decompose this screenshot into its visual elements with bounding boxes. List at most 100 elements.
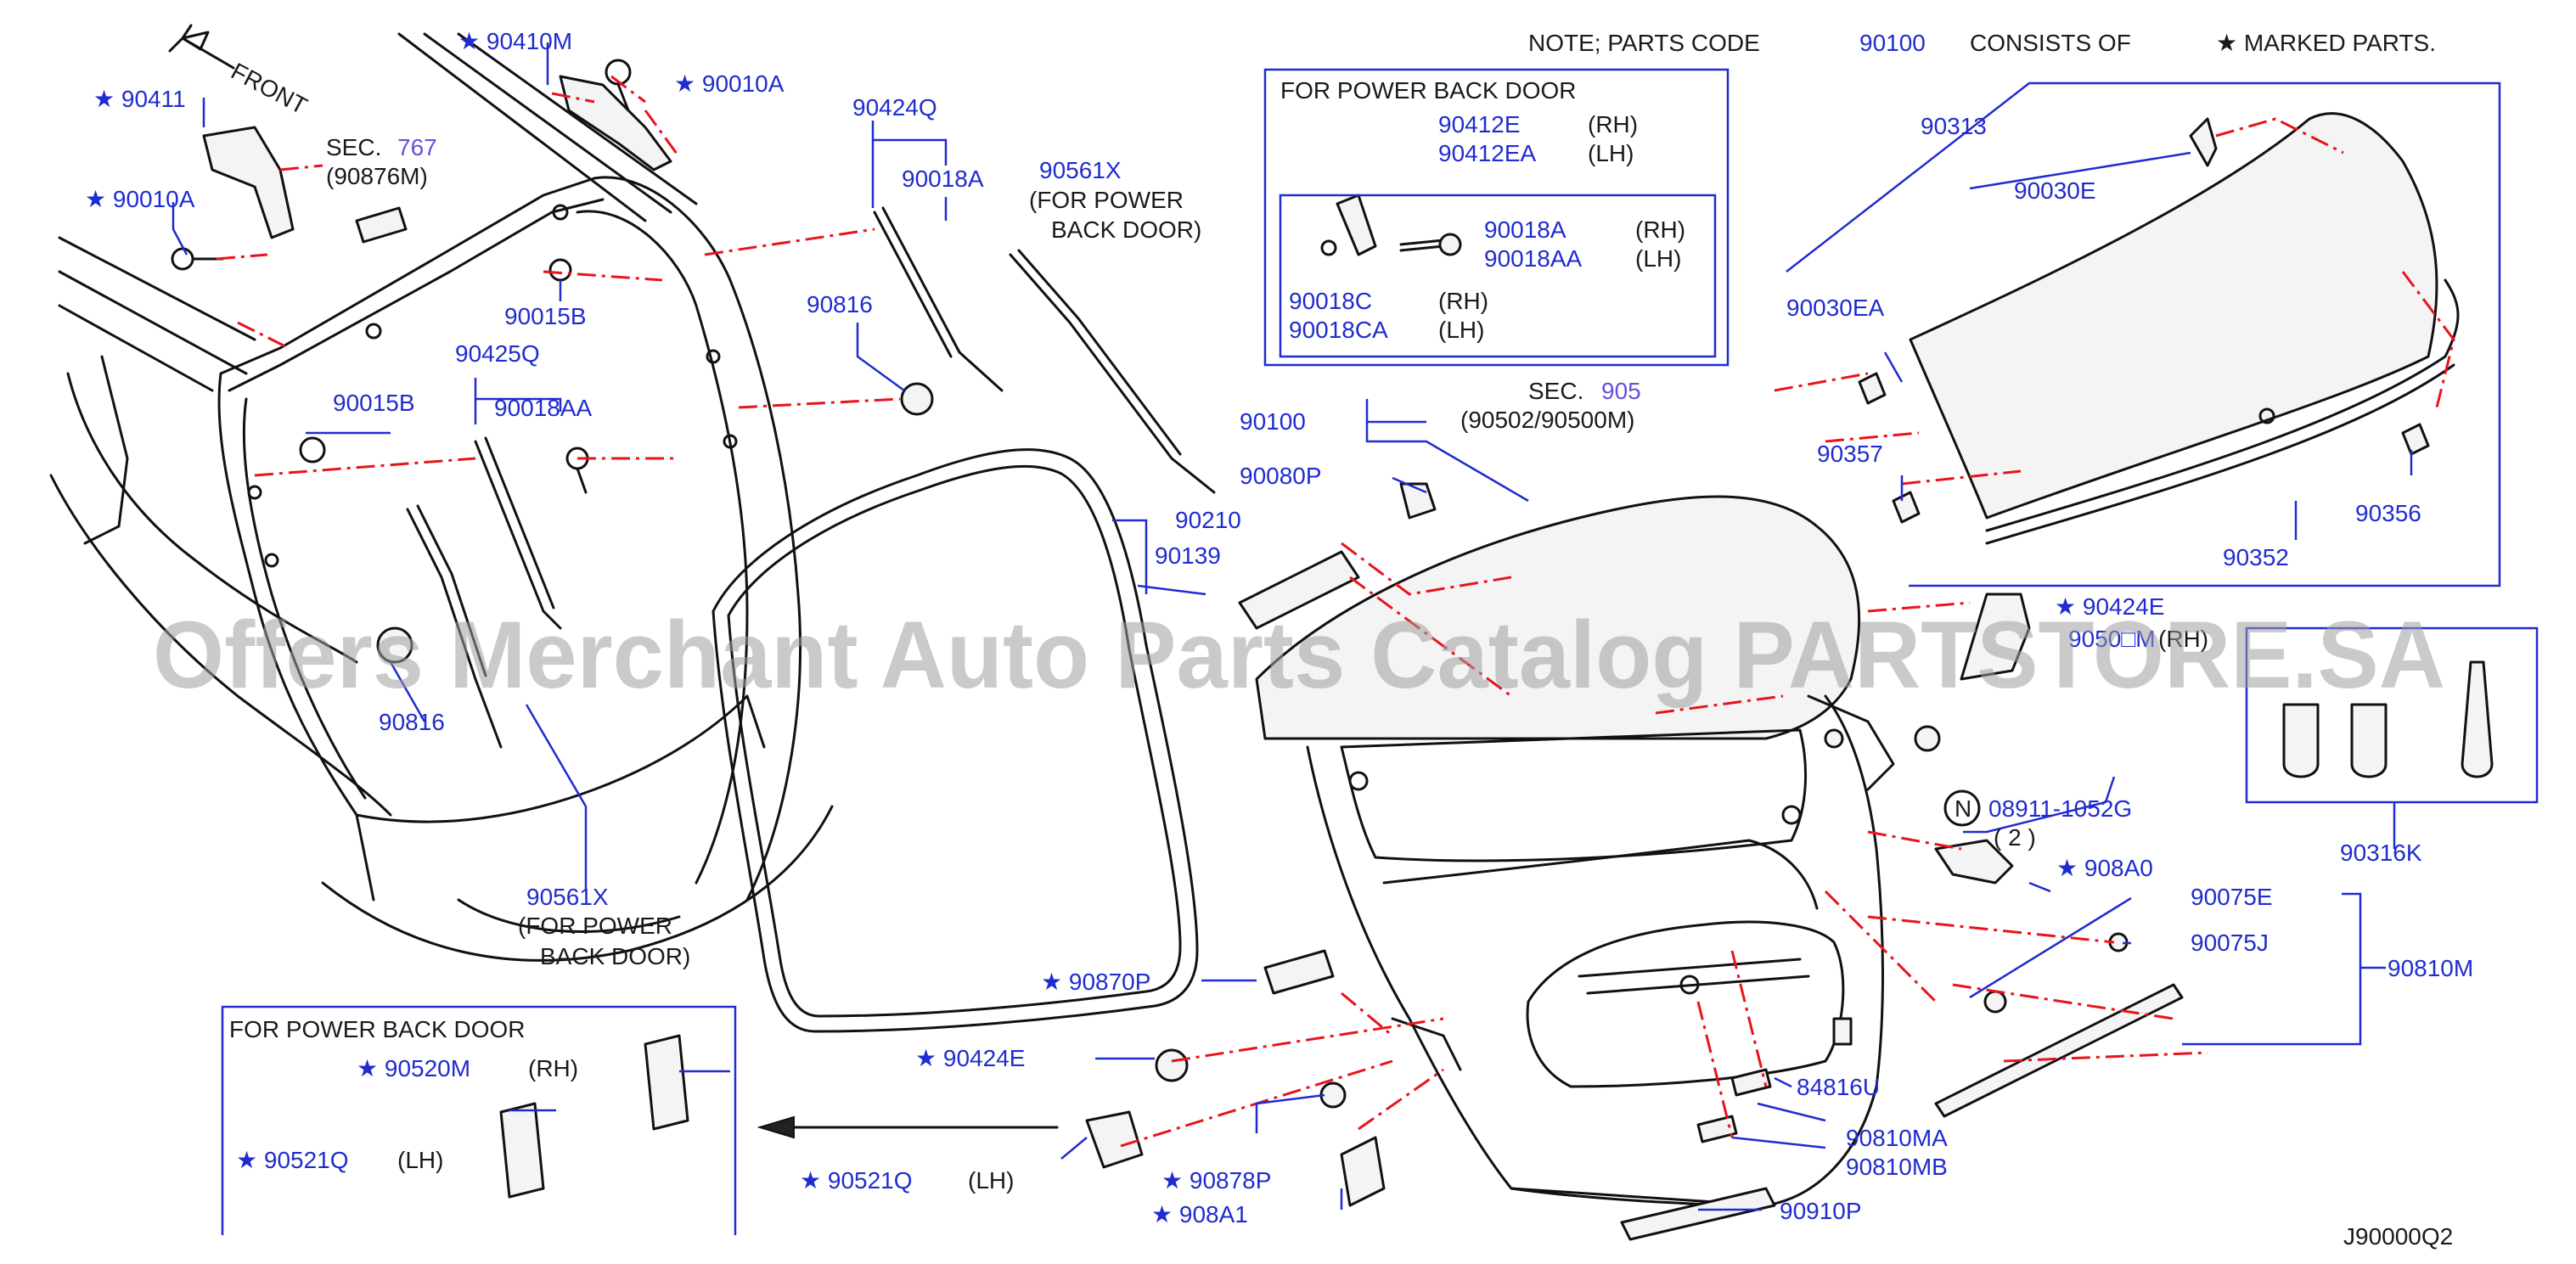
pbd-top-p2s: (LH) xyxy=(1588,140,1634,166)
label-90139: 90139 xyxy=(1155,542,1221,569)
label-90561X-top: 90561X xyxy=(1039,157,1122,183)
pbd-top-p4s: (LH) xyxy=(1635,245,1681,272)
pbd-top-p6s: (LH) xyxy=(1438,317,1484,343)
assembly-dash-lines xyxy=(216,75,2455,1148)
label-90075J: 90075J xyxy=(2191,930,2269,956)
pbd-top-p3: 90018A xyxy=(1484,216,1566,243)
pbd-bot-title: FOR POWER BACK DOOR xyxy=(229,1016,525,1042)
label-90018A: 90018A xyxy=(902,166,984,192)
pbd-top-p4: 90018AA xyxy=(1484,245,1583,272)
label-90816-a: 90816 xyxy=(807,291,873,317)
label-90015B-a: 90015B xyxy=(504,303,587,329)
label-90210: 90210 xyxy=(1175,507,1241,533)
rear-spoiler-drawing xyxy=(1858,112,2460,545)
pbd-top-p3s: (RH) xyxy=(1635,216,1685,243)
label-90100: 90100 xyxy=(1240,408,1306,435)
label-84816U: 84816U xyxy=(1797,1074,1880,1100)
label-08911-qty: ( 2 ) xyxy=(1994,824,2036,851)
power-back-door-inner-box xyxy=(1279,194,1717,358)
label-90411: ★ 90411 xyxy=(93,86,186,112)
sec-767: SEC. 767 (90876M) xyxy=(326,134,437,189)
sec767-sub: (90876M) xyxy=(326,163,428,189)
label-90810MA: 90810MA xyxy=(1846,1125,1948,1151)
label-90910P: 90910P xyxy=(1780,1198,1862,1224)
pbd-top-p1: 90412E xyxy=(1438,111,1521,138)
label-90010A-left: ★ 90010A xyxy=(85,186,195,212)
pbd-bot-p1: ★ 90520M xyxy=(357,1055,470,1081)
sec767-num: 767 xyxy=(397,134,437,160)
label-9050xM-side: (RH) xyxy=(2158,626,2208,652)
back-door-drawing xyxy=(1255,495,1895,1207)
label-n-symbol: N xyxy=(1954,795,1971,822)
label-90870P: ★ 90870P xyxy=(1041,969,1150,995)
sec767-sec: SEC. xyxy=(326,134,381,160)
note: NOTE; PARTS CODE 90100 CONSISTS OF ★ MAR… xyxy=(1528,30,2436,56)
label-90030E: 90030E xyxy=(2014,177,2096,204)
circled-n-icon xyxy=(1943,789,1981,827)
label-908A1: ★ 908A1 xyxy=(1151,1201,1248,1227)
sec-905: SEC. 905 (90502/90500M) xyxy=(1460,378,1641,433)
label-90356: 90356 xyxy=(2355,500,2421,526)
pbd-top-title: FOR POWER BACK DOOR xyxy=(1280,77,1576,104)
diagram-id: J90000Q2 xyxy=(2343,1223,2453,1250)
label-90080P: 90080P xyxy=(1240,463,1322,489)
label-90561X-top-s1: (FOR POWER xyxy=(1029,187,1184,213)
pbd-bot-p2: ★ 90521Q xyxy=(236,1147,349,1173)
label-90816-b: 90816 xyxy=(379,709,445,735)
power-back-door-bottom-labels: FOR POWER BACK DOOR ★ 90520M (RH) ★ 9052… xyxy=(229,1016,578,1173)
label-08911-1052G: 08911-1052G xyxy=(1988,795,2132,822)
weather-strip-bracket xyxy=(2342,892,2386,1046)
label-90424Q: 90424Q xyxy=(852,94,937,121)
note-marked: ★ MARKED PARTS. xyxy=(2216,30,2436,56)
spoiler-box xyxy=(1786,81,2501,587)
right-small-parts xyxy=(1620,593,2184,1241)
label-90424E-left: ★ 90424E xyxy=(915,1045,1025,1071)
sec905-sub: (90502/90500M) xyxy=(1460,407,1634,433)
note-code: 90100 xyxy=(1859,30,1926,56)
sealant-kit-box xyxy=(2245,626,2539,804)
label-9050xM: 9050□M xyxy=(2068,626,2156,652)
part-labels: ★ 90410M ★ 90010A ★ 90411 ★ 90010A 90424… xyxy=(85,28,2473,1250)
label-90352: 90352 xyxy=(2223,544,2289,570)
label-90015B-b: 90015B xyxy=(333,390,415,416)
label-90030EA: 90030EA xyxy=(1786,295,1885,321)
label-90357: 90357 xyxy=(1817,441,1883,467)
power-back-door-top-labels: FOR POWER BACK DOOR 90412E (RH) 90412EA … xyxy=(1280,77,1685,343)
pbd-top-p5s: (RH) xyxy=(1438,288,1488,314)
label-90561X-top-s2: BACK DOOR) xyxy=(1051,216,1201,243)
leader-lines xyxy=(172,42,2413,1211)
sec905-sec: SEC. xyxy=(1528,378,1583,404)
label-90075E: 90075E xyxy=(2191,884,2273,910)
pbd-bot-p2s: (LH) xyxy=(397,1147,443,1173)
watermark: Offers Merchant Auto Parts Catalog PARTS… xyxy=(153,602,2445,708)
front-label: FRONT xyxy=(227,58,312,120)
arrow-icon xyxy=(756,1115,1059,1139)
label-90316K: 90316K xyxy=(2340,840,2422,866)
bottom-small-parts xyxy=(499,482,1437,1207)
label-90810MB: 90810MB xyxy=(1846,1154,1948,1180)
label-90561X-bot-s1: (FOR POWER xyxy=(518,913,672,939)
label-90561X-bot: 90561X xyxy=(526,884,609,910)
label-90313: 90313 xyxy=(1921,113,1987,139)
weatherstrip-drawing xyxy=(711,448,1199,1033)
pbd-top-p5: 90018C xyxy=(1289,288,1372,314)
label-90425Q: 90425Q xyxy=(455,340,540,367)
power-back-door-box-top xyxy=(1263,68,1730,367)
label-90521Q-side: (LH) xyxy=(968,1167,1014,1194)
note-prefix: NOTE; PARTS CODE xyxy=(1528,30,1760,56)
power-back-door-box-bottom xyxy=(221,1005,737,1235)
pbd-bot-p1s: (RH) xyxy=(528,1055,578,1081)
label-90424E-right: ★ 90424E xyxy=(2055,593,2164,620)
gas-struts xyxy=(406,206,1216,749)
label-908A0: ★ 908A0 xyxy=(2056,855,2153,881)
front-arrow-icon xyxy=(168,24,235,70)
label-90561X-bot-s2: BACK DOOR) xyxy=(540,943,690,969)
sec905-num: 905 xyxy=(1601,378,1641,404)
pbd-top-p2: 90412EA xyxy=(1438,140,1537,166)
label-90410M: ★ 90410M xyxy=(458,28,572,54)
label-90010A-top: ★ 90010A xyxy=(674,70,785,97)
label-90810M: 90810M xyxy=(2388,955,2473,981)
power-door-brackets xyxy=(1320,194,1462,256)
